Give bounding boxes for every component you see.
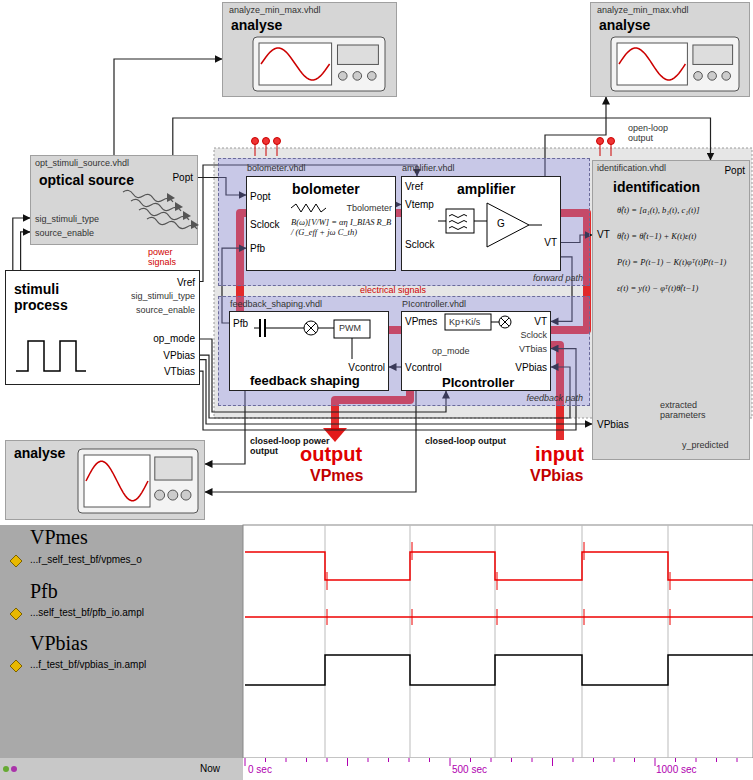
port-label: Tbolometer xyxy=(346,203,392,213)
port-label: Sclock xyxy=(520,330,547,340)
block-title: analyse xyxy=(14,445,65,461)
block-title: stimuli process xyxy=(14,281,86,313)
port-label: VPbias xyxy=(163,350,195,362)
signal-label: ...self_test_bf/pfb_io.ampl xyxy=(30,607,144,619)
port-label: Popt xyxy=(250,191,271,203)
port-label: Kp+Ki/s xyxy=(449,317,480,327)
port-label: Vref xyxy=(177,277,195,289)
formula: θ̂(t) = [a₁(t), b₁(t), c₁(t)] xyxy=(617,205,747,215)
port-label: op_mode xyxy=(432,346,470,356)
block-title: amplifier xyxy=(457,181,515,197)
annotation-label: open-loop output xyxy=(628,123,690,144)
port-label: amplifier.vhdl xyxy=(402,163,455,173)
signal-label: 0 sec xyxy=(248,764,272,776)
port-label: Vref xyxy=(405,181,423,193)
port-label: VTbias xyxy=(519,344,547,354)
port-label: Vcontrol xyxy=(348,362,385,374)
signal-label: 500 sec xyxy=(452,764,487,776)
analyzer-panel: analyze_min_max.vhdlanalyse xyxy=(222,2,397,97)
block-title: optical source xyxy=(39,172,134,188)
port-label: Popt xyxy=(724,165,745,177)
stimuli-block: stimuli process Vref sig_stimuli_typesourc… xyxy=(5,270,200,385)
port-label: sig_stimuli_type xyxy=(35,214,99,224)
formula: ε(t) = y(t) − φᵀ(t)θ̂(t−1) xyxy=(617,283,747,293)
block-title: feedback shaping xyxy=(250,374,360,389)
formula: θ̂(t) = θ̂(t−1) + K(t)ε(t) xyxy=(617,231,747,241)
signal-label: Now xyxy=(200,763,220,775)
port-label: VPmes xyxy=(405,316,437,328)
port-label: source_enable xyxy=(136,305,195,315)
port-label: VT xyxy=(534,316,547,328)
signal-wire xyxy=(205,391,416,492)
port-label: Sclock xyxy=(250,219,279,231)
signal-wire xyxy=(114,59,222,155)
port-label: VT xyxy=(544,237,557,249)
port-label: analyze_min_max.vhdl xyxy=(597,5,689,15)
port-label: VPbias xyxy=(597,419,629,431)
vhdl-block: PIcontroller.vhdlVPmesKp+Ki/sVTSclockVTb… xyxy=(401,311,551,391)
signal-wire xyxy=(21,232,30,270)
port-label: Pfb xyxy=(250,243,265,255)
port-label: feedback path xyxy=(526,393,583,403)
port-label: opt_stimuli_source.vhdl xyxy=(35,158,129,168)
path-band: feedback path feedback_shaping.vhdlPfb PWM… xyxy=(218,296,590,406)
formula: P(t) = P(t−1) − K(t)φᵀ(t)P(t−1) xyxy=(617,257,747,267)
port-label: G xyxy=(497,218,505,230)
annotation-label: input xyxy=(535,443,584,466)
signal-label: 1000 sec xyxy=(656,764,697,776)
port-label: VPbias xyxy=(515,362,547,374)
signal-pins xyxy=(252,138,615,157)
port-label: source_enable xyxy=(35,228,94,238)
analyzer-panel: analyse xyxy=(5,440,205,520)
port-label: VTbias xyxy=(164,366,195,378)
block-title: analyse xyxy=(599,17,650,33)
waveform-viewer xyxy=(0,525,753,780)
port-label: sig_stimuli_type xyxy=(131,291,195,301)
annotation-label: y_predicted xyxy=(682,440,729,450)
vhdl-block: bolometer.vhdlbolometerPoptTbolometerScl… xyxy=(246,176,396,271)
block-title: PIcontroller xyxy=(442,376,514,391)
port-label: feedback_shaping.vhdl xyxy=(230,299,322,309)
port-label: bolometer.vhdl xyxy=(247,163,306,173)
signal-label: ...f_test_bf/vpbias_in.ampl xyxy=(30,659,146,671)
block-title: analyse xyxy=(231,17,282,33)
annotation-label: electrical signals xyxy=(360,285,426,295)
port-label: PIcontroller.vhdl xyxy=(402,299,466,309)
port-label: Vtemp xyxy=(405,199,434,211)
vhdl-block: feedback_shaping.vhdlPfbPWMVcontrolfeedb… xyxy=(229,311,389,391)
signal-wire xyxy=(13,218,30,270)
signal-label: ...r_self_test_bf/vpmes_o xyxy=(30,554,142,566)
signal-wire xyxy=(173,118,711,160)
port-label: analyze_min_max.vhdl xyxy=(229,5,321,15)
annotation-label: extracted parameters xyxy=(660,400,724,421)
port-label: PWM xyxy=(339,323,361,333)
signal-label: Pfb xyxy=(30,580,58,603)
formula: B(ω)[V/W] = αη I_BIAS R_B / (G_eff + jω … xyxy=(291,217,393,237)
optical-source-block: opt_stimuli_source.vhdloptical source Pop… xyxy=(30,155,198,245)
annotation-label: output xyxy=(300,443,362,466)
signal-label: VPmes xyxy=(30,526,88,549)
port-label: Vcontrol xyxy=(405,362,442,374)
analyzer-panel: analyze_min_max.vhdlanalyse xyxy=(590,2,750,97)
port-label: Popt xyxy=(172,172,193,184)
port-label: Pfb xyxy=(233,318,248,330)
annotation-label: VPbias xyxy=(530,467,583,485)
annotation-label: VPmes xyxy=(310,467,363,485)
signal-label: VPbias xyxy=(30,632,88,655)
block-title: identification xyxy=(613,179,700,195)
annotation-label: power signals xyxy=(148,247,198,268)
block-title: bolometer xyxy=(292,181,360,197)
port-label: VT xyxy=(597,229,610,241)
path-band: forward path bolometer.vhdl bolometerPoptT… xyxy=(218,158,590,286)
vhdl-block: amplifier.vhdlamplifierVrefVtempSclockGV… xyxy=(401,176,561,271)
port-label: Sclock xyxy=(405,239,434,251)
port-label: forward path xyxy=(533,273,583,283)
annotation-label: closed-loop output xyxy=(425,436,506,446)
port-label: identification.vhdl xyxy=(597,163,666,173)
port-label: op_mode xyxy=(153,333,195,345)
